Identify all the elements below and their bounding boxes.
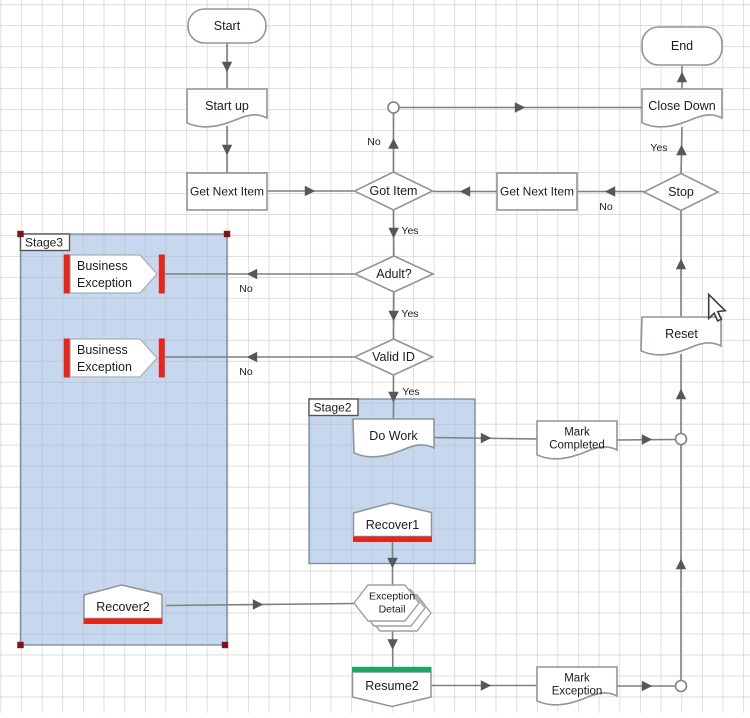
svg-text:Recover2: Recover2 [96,600,150,614]
svg-text:No: No [599,201,613,213]
svg-text:Recover1: Recover1 [366,518,420,532]
svg-text:Exception: Exception [552,686,603,698]
svg-text:Resume2: Resume2 [365,679,419,693]
svg-text:Exception: Exception [77,276,132,290]
svg-text:Detail: Detail [379,604,406,616]
svg-text:Start up: Start up [205,99,249,113]
svg-text:Completed: Completed [549,440,605,452]
svg-text:Stage3: Stage3 [25,236,63,250]
svg-text:No: No [239,283,253,295]
svg-text:Start: Start [214,19,241,33]
svg-text:Valid ID: Valid ID [372,350,415,364]
svg-text:Get Next Item: Get Next Item [190,185,264,199]
svg-text:Do Work: Do Work [369,429,418,443]
svg-text:No: No [367,136,381,148]
svg-text:Yes: Yes [402,386,419,398]
svg-text:Exception: Exception [369,591,415,603]
svg-text:No: No [239,366,253,378]
svg-text:Stage2: Stage2 [314,401,352,415]
svg-text:Mark: Mark [564,427,590,439]
svg-text:Business: Business [77,259,128,273]
svg-text:End: End [671,39,693,53]
svg-text:Exception: Exception [77,360,132,374]
svg-text:Stop: Stop [668,185,694,199]
svg-text:Got Item: Got Item [370,184,418,198]
svg-text:Business: Business [77,343,128,357]
svg-text:Close Down: Close Down [648,99,715,113]
svg-text:Yes: Yes [650,142,667,154]
svg-text:Yes: Yes [401,308,418,320]
svg-text:Mark: Mark [564,673,590,685]
svg-text:Get Next Item: Get Next Item [500,185,574,199]
svg-text:Adult?: Adult? [376,267,411,281]
svg-text:Reset: Reset [665,327,698,341]
svg-text:Yes: Yes [401,225,418,237]
